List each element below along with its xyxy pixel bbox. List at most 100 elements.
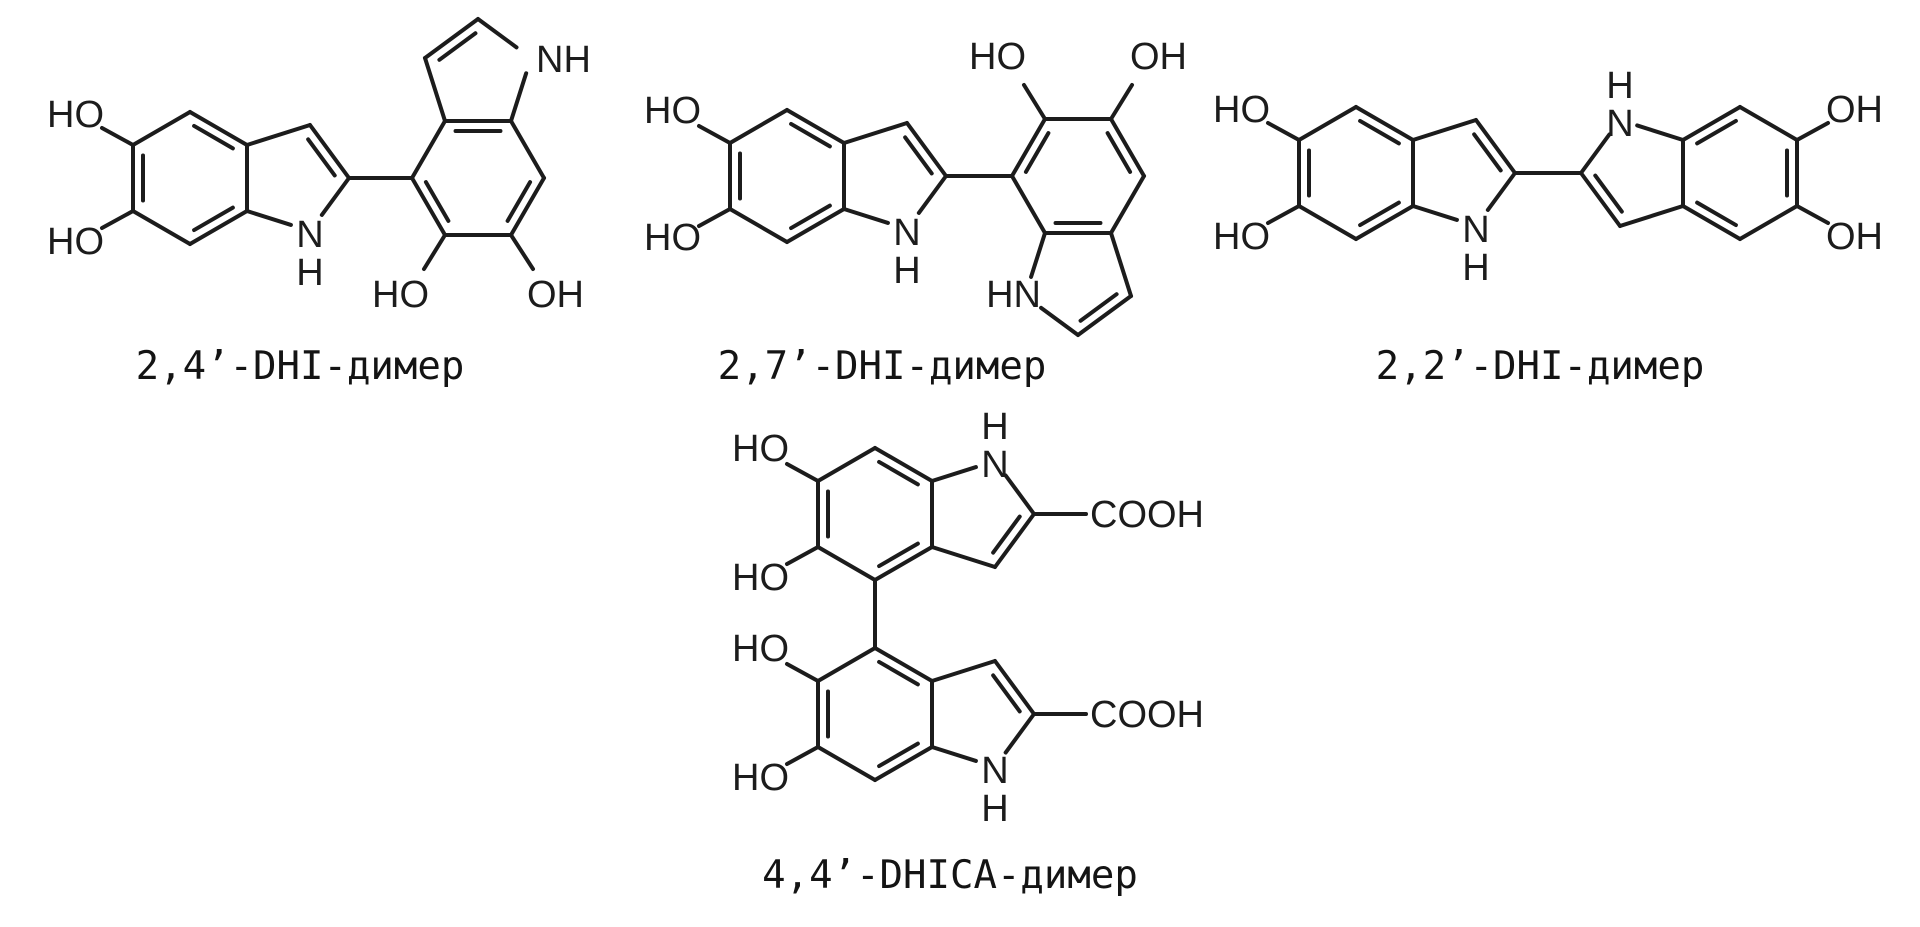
- double-bond-inner: [1023, 131, 1051, 174]
- structure-2-7p-dhi-dimer: HO HO NH HN HO OH: [644, 36, 1187, 337]
- n-label: N: [893, 212, 920, 254]
- n-label: N: [1462, 209, 1489, 251]
- hydroxyl-label: HO: [969, 36, 1026, 78]
- double-bond: [188, 209, 249, 246]
- cooh-label: COOH: [1090, 694, 1204, 736]
- single-bond: [410, 119, 447, 180]
- double-bond-inner: [505, 180, 533, 223]
- single-bond: [1795, 121, 1830, 142]
- hydroxyl-label: OH: [527, 274, 584, 316]
- hydroxyl-label: HO: [372, 274, 429, 316]
- single-bond: [100, 209, 135, 230]
- double-bond: [1681, 204, 1742, 241]
- double-bond: [993, 659, 1036, 716]
- single-bond: [423, 56, 447, 123]
- single-bond: [728, 108, 789, 145]
- single-bond: [930, 545, 997, 569]
- double-bond-inner: [877, 741, 920, 769]
- hydroxyl-label: OH: [1826, 89, 1883, 131]
- double-bond-inner: [1695, 200, 1738, 228]
- single-bond: [728, 207, 789, 244]
- double-bond-inner: [1078, 292, 1119, 323]
- single-bond: [131, 110, 192, 147]
- single-bond: [1411, 118, 1478, 142]
- double-bond: [873, 545, 934, 582]
- h-label: H: [981, 406, 1008, 448]
- double-bond-inner: [192, 123, 235, 151]
- hydroxyl-label: HO: [47, 221, 104, 263]
- double-bond: [1076, 294, 1133, 337]
- double-bond: [308, 123, 351, 180]
- double-bond-inner: [423, 180, 451, 223]
- n-label: N: [981, 444, 1008, 486]
- structure-label-2-7-dhi: 2,7’-DHI-димер: [718, 344, 1047, 389]
- single-bond: [697, 207, 732, 228]
- single-bond: [816, 545, 877, 582]
- double-bond-inner: [1358, 118, 1401, 146]
- double-bond-inner: [1105, 131, 1133, 174]
- single-bond: [1109, 174, 1146, 235]
- hydroxyl-label: OH: [1130, 36, 1187, 78]
- single-bond: [1411, 204, 1459, 222]
- single-bond: [319, 176, 351, 217]
- hydroxyl-label: OH: [1826, 216, 1883, 258]
- double-bond-inner: [903, 135, 934, 176]
- double-bond-inner: [789, 121, 832, 149]
- single-bond: [785, 662, 820, 683]
- h-label: H: [893, 250, 920, 292]
- single-bond: [509, 119, 546, 180]
- single-bond: [785, 745, 820, 766]
- hydroxyl-label: HO: [1213, 216, 1270, 258]
- single-bond: [842, 121, 909, 145]
- n-label: N: [1606, 103, 1633, 145]
- single-bond: [1109, 83, 1134, 121]
- double-bond: [873, 745, 934, 782]
- double-bond-inner: [306, 137, 337, 178]
- single-bond: [1010, 174, 1047, 235]
- hydroxyl-label: HO: [1213, 89, 1270, 131]
- single-bond: [509, 71, 529, 123]
- double-bond: [509, 176, 546, 237]
- single-bond: [816, 745, 877, 782]
- single-bond: [816, 646, 877, 683]
- structure-label-2-4-dhi: 2,4’-DHI-димер: [136, 344, 465, 389]
- single-bond: [930, 745, 978, 763]
- double-bond-inner: [437, 31, 478, 62]
- double-bond-inner: [1472, 132, 1503, 173]
- double-bond: [873, 646, 934, 683]
- double-bond: [785, 108, 846, 145]
- double-bond: [1354, 204, 1415, 241]
- single-bond: [1029, 231, 1047, 279]
- single-bond: [785, 545, 820, 566]
- double-bond: [188, 110, 249, 147]
- single-bond: [1738, 105, 1799, 142]
- single-bond: [1795, 204, 1830, 225]
- single-bond: [1266, 121, 1301, 142]
- n-label: N: [981, 750, 1008, 792]
- hydroxyl-label: HO: [732, 557, 789, 599]
- nh-label: NH: [536, 39, 591, 81]
- single-bond: [1485, 171, 1517, 212]
- single-bond: [785, 462, 820, 483]
- double-bond-inner: [1358, 200, 1401, 228]
- h-label: H: [296, 252, 323, 294]
- single-bond: [1266, 204, 1301, 225]
- nh-label: HN: [986, 274, 1041, 316]
- double-bond-inner: [877, 459, 920, 487]
- single-bond: [816, 446, 877, 483]
- n-label: N: [296, 214, 323, 256]
- double-bond: [993, 512, 1036, 569]
- double-bond: [410, 176, 447, 237]
- hydroxyl-label: HO: [644, 217, 701, 259]
- double-bond: [1579, 171, 1622, 228]
- hydroxyl-label: HO: [644, 90, 701, 132]
- hydroxyl-label: HO: [732, 757, 789, 799]
- single-bond: [842, 207, 890, 225]
- double-bond-inner: [877, 541, 920, 569]
- double-bond: [785, 207, 846, 244]
- single-bond: [245, 123, 312, 147]
